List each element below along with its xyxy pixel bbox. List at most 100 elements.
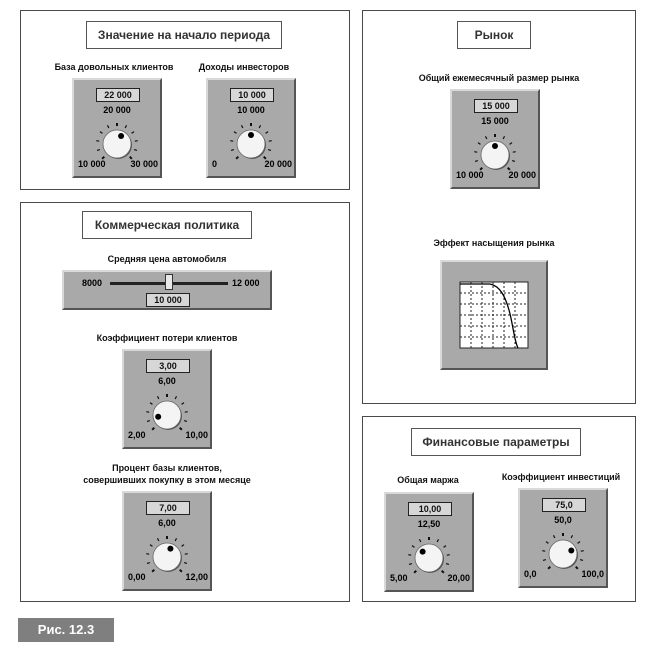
- dial-tick: [233, 131, 237, 134]
- dial-tick: [502, 136, 506, 140]
- saturation-caption: Эффект насыщения рынка: [433, 238, 555, 248]
- satisfied-clients-max-label: 30 000: [130, 159, 158, 169]
- investor-income-dial[interactable]: [208, 80, 294, 176]
- market-size-mid-label: 15 000: [481, 116, 509, 126]
- satisfied-clients-dial[interactable]: [74, 80, 160, 176]
- dial-tick: [445, 562, 450, 566]
- purchase-percent-value[interactable]: 7,00: [146, 501, 190, 515]
- margin-min-label: 5,00: [390, 573, 408, 583]
- avg-price-min-label: 8000: [82, 278, 103, 288]
- dial-tick: [479, 167, 483, 171]
- dial-tick: [441, 570, 445, 574]
- dial-tick: [511, 159, 516, 163]
- avg-price-value[interactable]: 10 000: [146, 293, 190, 307]
- dial-tick: [174, 538, 178, 542]
- dial-tick: [542, 558, 547, 562]
- dial-pointer: [492, 143, 498, 149]
- avg-price-thumb[interactable]: [165, 274, 173, 290]
- client-loss-min-label: 2,00: [128, 430, 146, 440]
- invest-coef-min-label: 0,0: [524, 569, 537, 579]
- satisfied-clients-min-label: 10 000: [78, 159, 106, 169]
- margin-value[interactable]: 10,00: [408, 502, 452, 516]
- dial-tick: [183, 561, 188, 565]
- saturation-graph[interactable]: [440, 260, 548, 370]
- dial-tick: [146, 419, 151, 423]
- dial-tick: [179, 569, 183, 573]
- dial-tick: [106, 125, 110, 129]
- dial-tick: [413, 570, 417, 574]
- invest-coef-caption: Коэффициент инвестиций: [501, 472, 621, 482]
- dial-tick: [258, 125, 262, 129]
- dial-pointer: [248, 132, 254, 138]
- market-size-value[interactable]: 15 000: [474, 99, 518, 113]
- saturation-curve-plot: [459, 281, 529, 349]
- client-loss-caption: Коэффициент потери клиентов: [96, 333, 238, 343]
- market-size-max-label: 20 000: [508, 170, 536, 180]
- dial-tick: [99, 131, 103, 134]
- dial-tick: [181, 544, 185, 547]
- dial-tick: [146, 561, 151, 565]
- dial-tick: [131, 131, 135, 134]
- dial-tick: [507, 167, 511, 171]
- dial-knob: [152, 400, 182, 430]
- dial-tick: [547, 566, 551, 570]
- client-loss-value[interactable]: 3,00: [146, 359, 190, 373]
- investor-income-mid-label: 10 000: [237, 105, 265, 115]
- investor-income-caption: Доходы инвесторов: [198, 62, 290, 72]
- dial-tick: [411, 545, 415, 548]
- dial-tick: [263, 156, 267, 160]
- dial-tick: [552, 535, 556, 539]
- panel-market-title: Рынок: [457, 21, 531, 49]
- margin-mid-label: 12,50: [417, 519, 441, 529]
- dial-knob: [102, 129, 132, 159]
- dial-pointer: [155, 413, 162, 420]
- dial-tick: [124, 125, 128, 129]
- satisfied-clients-value[interactable]: 22 000: [96, 88, 140, 102]
- avg-price-max-label: 12 000: [232, 278, 260, 288]
- dial-tick: [149, 544, 153, 547]
- margin-caption: Общая маржа: [397, 475, 459, 485]
- dial-knob: [414, 543, 444, 573]
- dial-pointer: [568, 547, 575, 554]
- invest-coef-dial[interactable]: [520, 490, 606, 586]
- investor-income-value[interactable]: 10 000: [230, 88, 274, 102]
- dial-tick: [183, 419, 188, 423]
- dial-tick: [133, 148, 138, 152]
- panel-commercial-title: Коммерческая политика: [82, 211, 252, 239]
- dial-tick: [545, 541, 549, 544]
- panel-initial-values-title: Значение на начало периода: [86, 21, 282, 49]
- satisfied-clients-caption: База довольных клиентов: [54, 62, 174, 72]
- dial-tick: [408, 562, 413, 566]
- dial-tick: [230, 148, 235, 152]
- dial-tick: [267, 148, 272, 152]
- investor-income-min-label: 0: [212, 159, 218, 169]
- avg-price-slider[interactable]: 8000 12 000 10 000: [62, 270, 272, 310]
- purchase-percent-caption-line2: совершивших покупку в этом месяце: [83, 475, 251, 485]
- market-size-dial[interactable]: [452, 91, 538, 187]
- panel-financial-title: Финансовые параметры: [411, 428, 581, 456]
- dial-pointer: [118, 132, 125, 139]
- dial-tick: [156, 396, 160, 400]
- invest-coef-value[interactable]: 75,0: [542, 498, 586, 512]
- purchase-percent-max-label: 12,00: [185, 572, 208, 582]
- purchase-percent-dial[interactable]: [124, 493, 210, 589]
- dial-pointer: [167, 545, 174, 552]
- figure-label: Рис. 12.3: [18, 618, 114, 642]
- margin-dial[interactable]: [386, 494, 472, 590]
- dial-pointer: [419, 548, 426, 555]
- client-loss-mid-label: 6,00: [158, 376, 176, 386]
- investor-income-max-label: 20 000: [264, 159, 292, 169]
- dial-tick: [156, 538, 160, 542]
- invest-coef-mid-label: 50,0: [554, 515, 572, 525]
- dial-knob: [236, 129, 266, 159]
- dial-tick: [418, 539, 422, 543]
- client-loss-dial[interactable]: [124, 351, 210, 447]
- dial-tick: [151, 569, 155, 573]
- investor-income-knob[interactable]: 10 000 10 000 0 20 000: [206, 78, 296, 178]
